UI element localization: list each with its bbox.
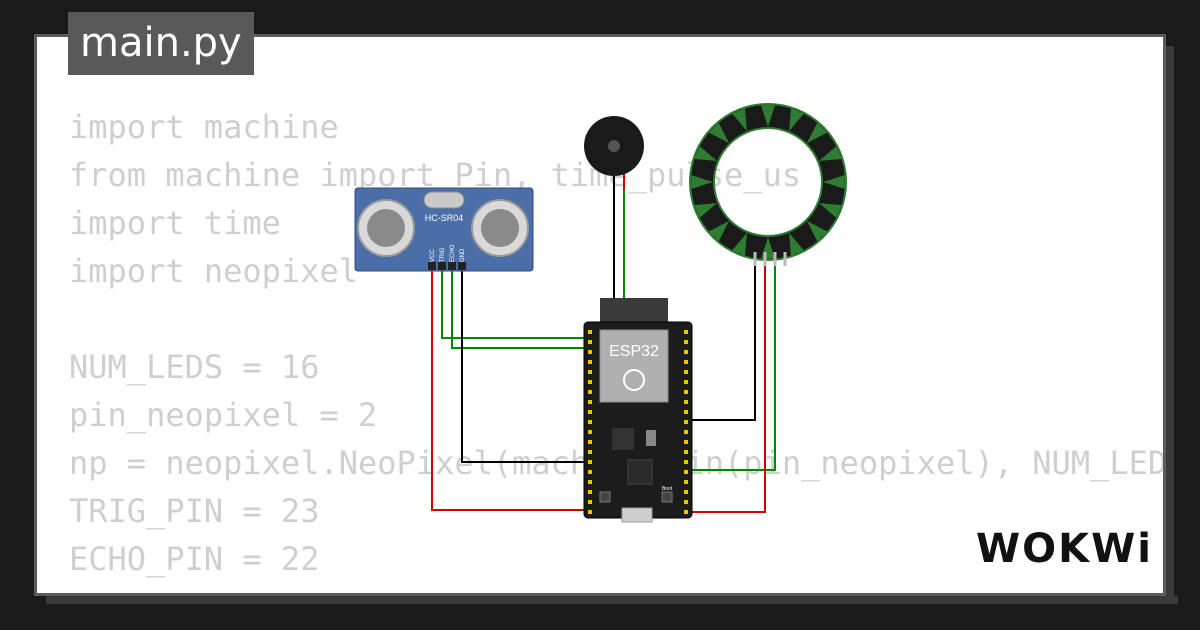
file-tab[interactable]: main.py	[68, 12, 254, 75]
code-line: ECHO_PIN = 22	[69, 540, 320, 578]
card-shadow-bottom	[46, 596, 1178, 604]
code-line: NUM_LEDS = 16	[69, 348, 320, 386]
wokwi-logo: WOKWi	[976, 526, 1153, 572]
code-line: np = neopixel.NeoPixel(machine.Pin(pin_n…	[69, 444, 1166, 482]
preview-card: import machine from machine import Pin, …	[34, 34, 1166, 596]
code-line: buzzer_pin = 14	[69, 588, 358, 593]
code-line: import neopixel	[69, 252, 358, 290]
code-line: import machine	[69, 108, 339, 146]
code-line: import time	[69, 204, 281, 242]
code-line: TRIG_PIN = 23	[69, 492, 320, 530]
code-line: from machine import Pin, time_pulse_us	[69, 156, 802, 194]
card-shadow-right	[1166, 46, 1174, 604]
code-editor: import machine from machine import Pin, …	[69, 103, 1166, 593]
code-line: pin_neopixel = 2	[69, 396, 378, 434]
